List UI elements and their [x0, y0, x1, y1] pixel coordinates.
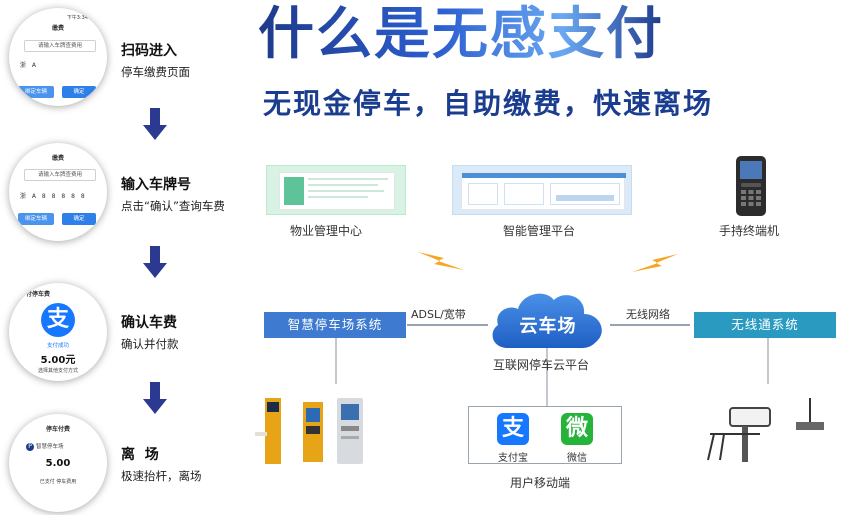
- bind-vehicle-button[interactable]: 绑定车辆: [18, 213, 54, 225]
- smart-parking-system-box: 智慧停车场系统: [264, 312, 406, 338]
- phone-header: 停车付费: [45, 426, 70, 433]
- down-arrow-icon: [143, 108, 167, 140]
- handheld-terminal-icon: [736, 156, 766, 216]
- subheadline: 无现金停车，自助缴费，快速离场: [263, 87, 714, 120]
- step-4-subtitle: 极速抬杆，离场: [121, 469, 202, 483]
- user-mobile-caption: 用户移动端: [510, 476, 571, 490]
- property-management-label: 物业管理中心: [290, 224, 363, 238]
- cloud-platform-caption: 互联网停车云平台: [493, 358, 590, 372]
- plate-prefix: 浙 A: [20, 62, 39, 69]
- down-arrow-icon: [143, 382, 167, 414]
- step-2-subtitle: 点击“确认”查询车费: [121, 199, 225, 213]
- adsl-broadband-label: ADSL/宽带: [411, 308, 466, 321]
- parking-fee: 5.00: [45, 458, 71, 469]
- step-4-title: 离 场: [121, 447, 159, 463]
- headline: 什么是无感支付: [258, 2, 664, 67]
- wechat-app-icon: 微: [561, 413, 593, 445]
- plate-number: 浙 A 8 8 8 8 8: [20, 193, 87, 200]
- wireless-network-label: 无线网络: [626, 308, 670, 321]
- step-2-phone-screenshot: 缴费 请输入车牌查费用 浙 A 8 8 8 8 8 绑定车辆 确定: [9, 143, 107, 241]
- step-3-subtitle: 确认并付款: [121, 337, 179, 351]
- cloud-platform-name: 云车场: [519, 316, 577, 337]
- management-platform-monitor: [452, 165, 632, 215]
- parking-brand-name: 智慧停车场: [36, 444, 64, 450]
- payment-amount: 5.00元: [40, 355, 76, 366]
- wireless-system-box: 无线通系统: [694, 312, 836, 338]
- phone-header: 付停车费: [26, 291, 51, 298]
- step-3-title: 确认车费: [121, 315, 177, 331]
- parking-p-icon: P: [26, 442, 34, 451]
- handheld-terminal-label: 手持终端机: [719, 224, 780, 238]
- plate-search-input[interactable]: 请输入车牌查费用: [24, 169, 96, 181]
- down-arrow-icon: [143, 246, 167, 278]
- phone-header: 缴费: [51, 25, 64, 32]
- alipay-app-icon: 支: [497, 413, 529, 445]
- payment-footer: 选择其他支付方式: [37, 368, 78, 374]
- step-2-title: 输入车牌号: [121, 177, 191, 193]
- wireless-sensor-hardware-icon: [707, 398, 824, 462]
- wechat-app-label: 微信: [567, 453, 587, 464]
- phone-time: 下午3:34: [66, 15, 88, 21]
- management-platform-label: 智能管理平台: [503, 224, 576, 238]
- step-1-title: 扫码进入: [121, 43, 177, 59]
- parking-gate-hardware-icon: [255, 398, 363, 464]
- alipay-app-label: 支付宝: [498, 453, 528, 464]
- step-3-phone-screenshot: 付停车费 支 支付成功 5.00元 选择其他支付方式: [9, 283, 107, 381]
- step-1-phone-screenshot: 下午3:34 缴费 请输入车牌查费用 浙 A 绑定车辆 确定: [9, 8, 107, 106]
- phone-header: 缴费: [51, 155, 64, 162]
- confirm-button[interactable]: 确定: [62, 86, 96, 98]
- payment-footer: 已支付 停车费用: [39, 479, 77, 485]
- step-1-subtitle: 停车缴费页面: [121, 65, 190, 79]
- user-mobile-box: 支 支付宝 微 微信: [468, 406, 622, 464]
- cloud-icon: [492, 293, 602, 348]
- payment-status: 支付成功: [46, 343, 69, 349]
- lightning-icon: [418, 252, 464, 270]
- confirm-button[interactable]: 确定: [62, 213, 96, 225]
- plate-search-input[interactable]: 请输入车牌查费用: [24, 40, 96, 52]
- property-management-monitor: [266, 165, 406, 215]
- lightning-icon: [632, 254, 678, 272]
- alipay-icon: 支: [41, 303, 75, 337]
- bind-vehicle-button[interactable]: 绑定车辆: [18, 86, 54, 98]
